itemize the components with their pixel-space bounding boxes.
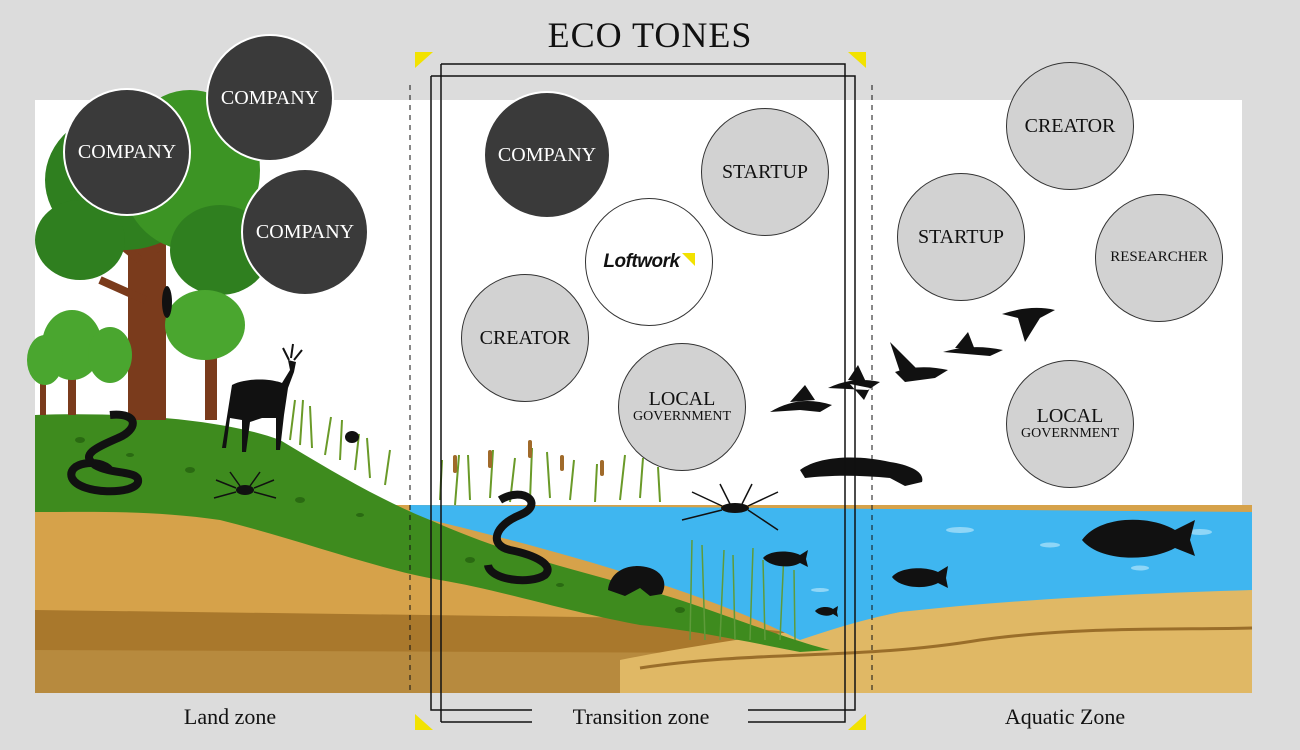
bubble-label: RESEARCHER — [1110, 249, 1208, 266]
snake-icon — [67, 410, 142, 496]
cattails — [453, 440, 604, 476]
fish-icon-large — [1082, 519, 1195, 558]
water-strider-icon — [681, 483, 779, 531]
spider-icon — [213, 471, 277, 499]
page-title: ECO TONES — [547, 15, 753, 55]
bubble-label-line2: GOVERNMENT — [633, 409, 731, 425]
zone-label-land: Land zone — [183, 704, 277, 729]
water-body — [410, 505, 1252, 640]
fish-icon — [892, 566, 948, 588]
otter-icon — [800, 457, 923, 486]
bubble-label-line1: LOCAL — [648, 388, 716, 411]
fish-icon — [763, 550, 808, 567]
bubble-label: COMPANY — [77, 140, 177, 163]
transition-frame — [409, 63, 873, 723]
bubble-label: COMPANY — [255, 220, 355, 243]
bubble-loftwork: Loftwork — [585, 198, 713, 326]
bubble-label: COMPANY — [220, 86, 320, 109]
bubble-land-company-3: COMPANY — [241, 168, 369, 296]
bubble-aquatic-creator: CREATOR — [1006, 62, 1134, 190]
bubble-aquatic-local-government: LOCAL GOVERNMENT — [1006, 360, 1134, 488]
small-bird-icon — [345, 431, 359, 443]
bubble-aquatic-researcher: RESEARCHER — [1095, 194, 1223, 322]
bubble-label: STARTUP — [917, 225, 1005, 248]
animals — [67, 286, 1195, 617]
woodpecker-icon — [162, 286, 172, 318]
bubble-label-line2: GOVERNMENT — [1021, 426, 1119, 442]
goose-icon — [1002, 307, 1055, 342]
logo-text: Loftwork — [603, 251, 680, 273]
bubble-transition-creator: CREATOR — [461, 274, 589, 402]
bubble-aquatic-startup: STARTUP — [897, 173, 1025, 301]
fish-icon — [815, 606, 838, 617]
zone-label-transition: Transition zone — [536, 704, 746, 730]
bubble-land-company-1: COMPANY — [63, 88, 191, 216]
bubble-transition-company: COMPANY — [483, 91, 611, 219]
bubble-land-company-2: COMPANY — [206, 34, 334, 162]
snake-icon-2 — [484, 490, 552, 585]
underwater-plants — [689, 539, 796, 641]
goose-icon — [890, 342, 948, 382]
bubble-label: CREATOR — [1024, 114, 1116, 137]
deer-icon — [222, 360, 296, 452]
zone-label-aquatic: Aquatic Zone — [1004, 704, 1126, 729]
bubble-label-line1: LOCAL — [1036, 405, 1104, 428]
corner-markers — [415, 52, 866, 730]
water-ripples — [811, 527, 1212, 592]
bubble-label: COMPANY — [497, 143, 597, 166]
logo-triangle-icon — [681, 253, 695, 267]
bubble-label: STARTUP — [721, 160, 809, 183]
goose-icon — [943, 332, 1003, 356]
bubble-transition-local-government: LOCAL GOVERNMENT — [618, 343, 746, 471]
loftwork-logo: Loftwork — [603, 251, 695, 273]
bubble-label: CREATOR — [479, 326, 571, 349]
frog-icon — [608, 566, 665, 596]
goose-icon — [770, 385, 832, 412]
bubble-transition-startup: STARTUP — [701, 108, 829, 236]
geese-flock — [770, 307, 1055, 412]
goose-icon — [828, 365, 880, 400]
